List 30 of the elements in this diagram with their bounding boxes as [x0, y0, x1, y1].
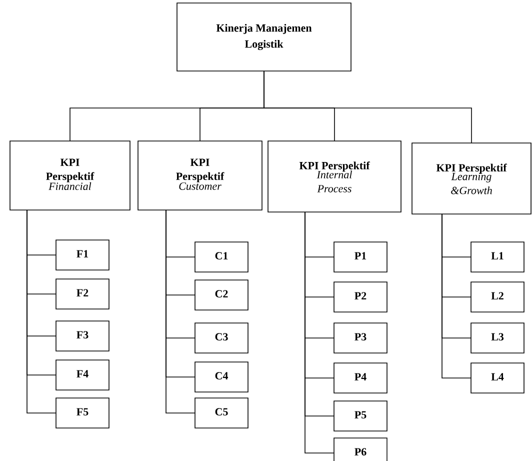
indicator-box: C4 [194, 362, 248, 392]
indicator-box: C3 [194, 322, 248, 354]
perspective-box: KPI Perspektif Learning &Growth [412, 142, 532, 214]
indicator-box: C2 [194, 280, 248, 310]
connector [166, 210, 196, 414]
indicator-box: P3 [334, 322, 388, 354]
perspective-box: KPI Perspektif Internal Process [268, 140, 402, 212]
indicator-box: P1 [334, 242, 388, 272]
indicator-box: L2 [470, 282, 524, 312]
indicator-box: F3 [56, 320, 110, 352]
indicator-box: L4 [470, 362, 524, 394]
indicator-box: P2 [334, 282, 388, 312]
indicator-box: P6 [334, 438, 388, 461]
indicator-box: P4 [334, 362, 388, 394]
connector [264, 70, 472, 144]
perspective-box: KPI Perspektif Financial [10, 140, 130, 210]
perspective-box: KPI Perspektif Customer [138, 140, 262, 210]
indicator-box: P5 [334, 400, 388, 432]
indicator-box: F1 [56, 240, 110, 270]
indicator-box: F5 [56, 398, 110, 428]
indicator-box: L3 [470, 322, 524, 354]
connector [442, 214, 472, 378]
indicator-box: C5 [194, 398, 248, 428]
connector [26, 210, 56, 414]
indicator-box: L1 [470, 242, 524, 272]
indicator-box: F2 [56, 278, 110, 310]
root-box: Kinerja Manajemen Logistik [176, 2, 352, 72]
indicator-box: C1 [194, 242, 248, 272]
connector [304, 212, 334, 454]
indicator-box: F4 [56, 360, 110, 390]
